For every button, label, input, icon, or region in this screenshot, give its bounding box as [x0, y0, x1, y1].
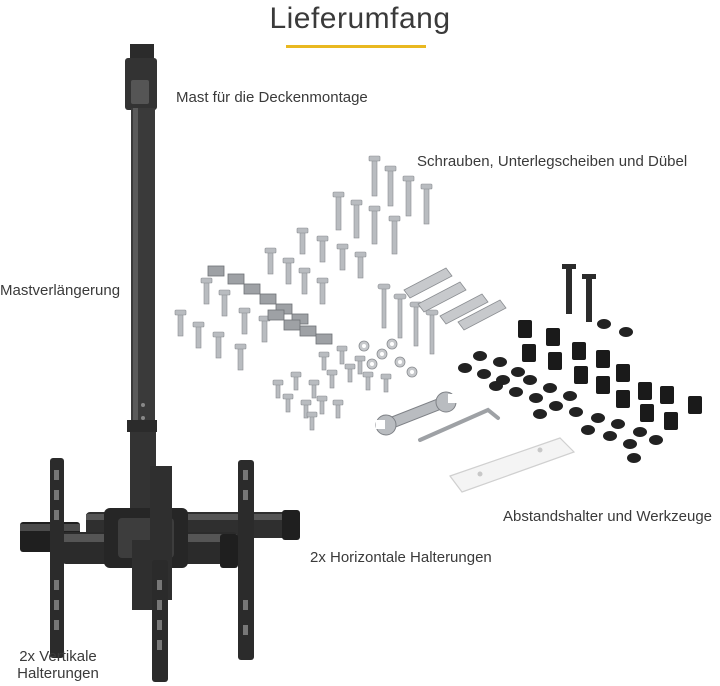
center-clamp	[104, 466, 188, 610]
screws-group	[174, 155, 596, 431]
vertical-bracket-right	[238, 460, 254, 660]
vertical-bracket-left	[50, 458, 64, 658]
label-mast: Mast für die Deckenmontage	[176, 89, 368, 106]
spacers-and-tools	[375, 319, 702, 493]
vertical-bracket-center	[152, 560, 168, 682]
label-vertical-line1: 2x Vertikale	[19, 648, 97, 665]
spacer-plate	[449, 437, 576, 493]
label-spacers: Abstandshalter und Werkzeuge	[503, 508, 713, 525]
label-screws: Schrauben, Unterlegscheiben und Dübel	[417, 153, 688, 170]
page-title: Lieferumfang	[269, 2, 451, 35]
label-vertical: 2x Vertikale Halterungen	[0, 648, 116, 682]
title-underline	[286, 45, 426, 48]
label-horizontal: 2x Horizontale Halterungen	[310, 549, 492, 566]
label-vertical-line2: Halterungen	[17, 665, 99, 682]
label-extension: Mastverlängerung	[0, 282, 121, 299]
ceiling-mast	[125, 44, 157, 522]
